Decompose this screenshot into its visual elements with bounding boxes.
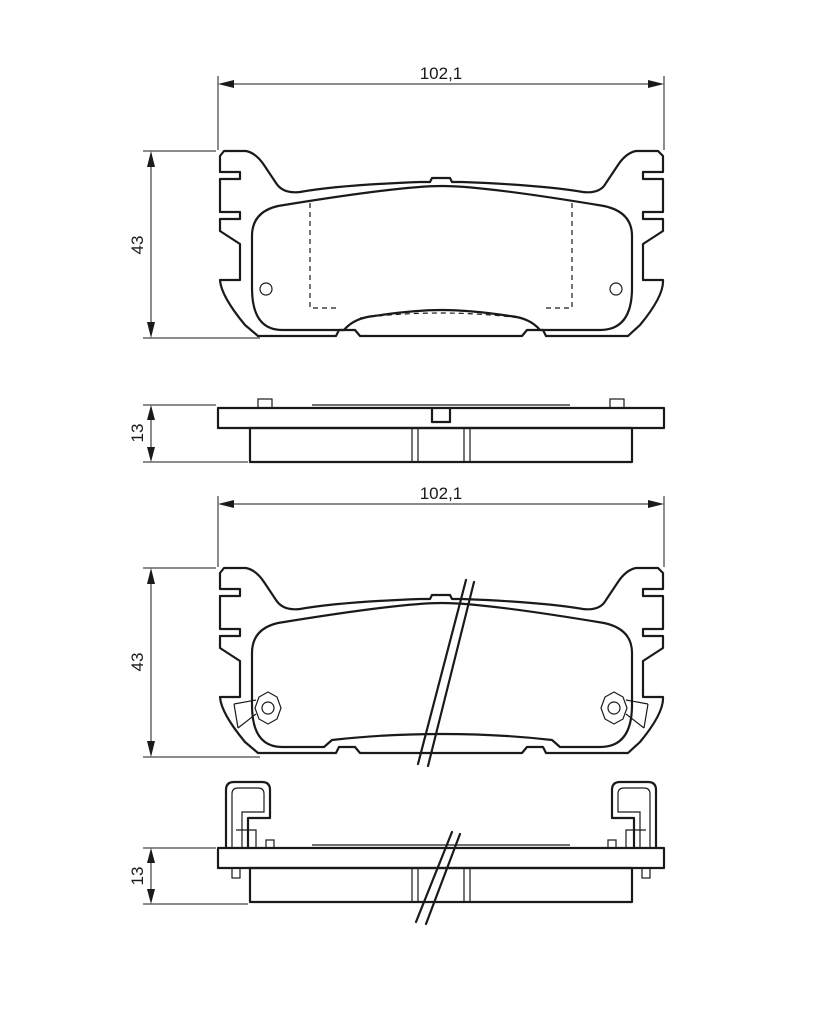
pad-side-view-top [216,398,666,464]
backing-plate-side [216,406,666,430]
friction-material-side [248,866,634,904]
pad-front-view-top [218,149,665,338]
spring-clip-right [607,780,658,850]
locating-mark-left [259,282,273,296]
pad-front-view-bottom [218,566,665,768]
break-line [414,830,454,924]
locating-mark-right [609,282,623,296]
backing-plate-outline [218,149,665,338]
height-dimension-label-bottom: 43 [128,653,147,672]
dimension-height-bottom: 43 [128,567,260,758]
height-dimension-label-top: 43 [128,236,147,255]
dimension-thickness-top: 13 [128,404,248,463]
backing-plate-outline [218,566,665,755]
break-line [416,578,468,766]
width-dimension-label-bottom: 102,1 [420,484,463,503]
break-line [426,580,476,768]
spring-clip-left [224,780,275,850]
break-line [424,832,462,926]
friction-material [250,184,634,332]
dimension-width-top: 102,1 [217,64,665,150]
dimension-thickness-bottom: 13 [128,847,248,905]
thickness-dimension-label-bottom: 13 [128,867,147,886]
dimension-width-bottom: 102,1 [217,484,665,567]
thickness-dimension-label-top: 13 [128,424,147,443]
wear-sensor-right [600,691,649,729]
dimension-height-top: 43 [128,150,260,339]
width-dimension-label-top: 102,1 [420,64,463,83]
friction-material [250,601,634,749]
friction-material-side [248,426,634,464]
pad-side-view-bottom [216,780,666,926]
wear-sensor-left [233,691,282,729]
